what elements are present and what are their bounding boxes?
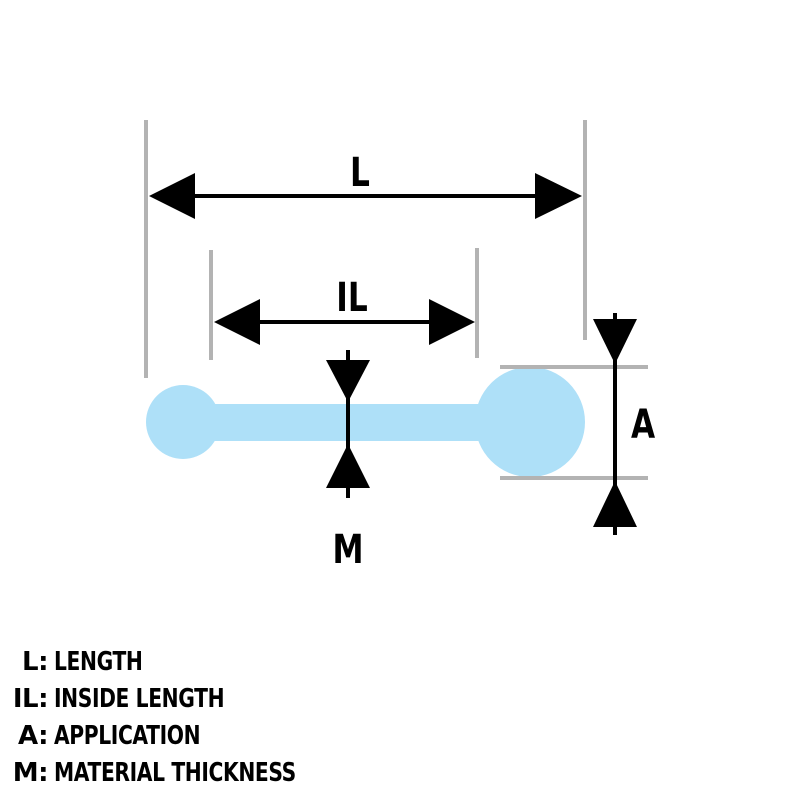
application-dimension: A xyxy=(593,313,655,535)
barbell-part xyxy=(146,367,585,477)
inside-length-label: IL xyxy=(336,275,367,321)
application-label: A xyxy=(631,402,655,448)
legend-description: INSIDE LENGTH xyxy=(54,684,225,714)
material-thickness-bottom-arrowhead xyxy=(326,444,370,488)
length-right-arrowhead xyxy=(535,173,582,219)
barbell-left-ball xyxy=(146,385,220,459)
legend-row-application: A: APPLICATION xyxy=(0,718,340,755)
legend-key: A: xyxy=(17,721,49,751)
length-dimension: L xyxy=(149,150,582,219)
inside-length-right-arrowhead xyxy=(429,299,475,345)
dimension-legend: L: LENGTH IL: INSIDE LENGTH A: APPLICATI… xyxy=(0,644,340,792)
application-top-arrowhead xyxy=(593,319,637,364)
legend-key: L: xyxy=(22,647,48,677)
legend-row-inside-length: IL: INSIDE LENGTH xyxy=(0,681,340,718)
legend-row-length: L: LENGTH xyxy=(0,644,340,681)
length-label: L xyxy=(350,150,370,196)
legend-description: MATERIAL THICKNESS xyxy=(54,758,296,788)
inside-length-left-arrowhead xyxy=(214,299,260,345)
legend-key: M: xyxy=(12,758,49,788)
material-thickness-dimension: M xyxy=(326,350,370,573)
inside-length-dimension: IL xyxy=(214,275,475,345)
legend-description: APPLICATION xyxy=(54,721,201,751)
length-left-arrowhead xyxy=(149,173,195,219)
barbell-right-ball xyxy=(475,367,585,477)
extension-lines xyxy=(144,120,648,480)
legend-key: IL: xyxy=(12,684,49,714)
material-thickness-top-arrowhead xyxy=(326,360,370,402)
legend-row-material-thickness: M: MATERIAL THICKNESS xyxy=(0,755,340,792)
material-thickness-label: M xyxy=(332,527,363,573)
legend-description: LENGTH xyxy=(54,647,143,677)
application-bottom-arrowhead xyxy=(593,481,637,527)
